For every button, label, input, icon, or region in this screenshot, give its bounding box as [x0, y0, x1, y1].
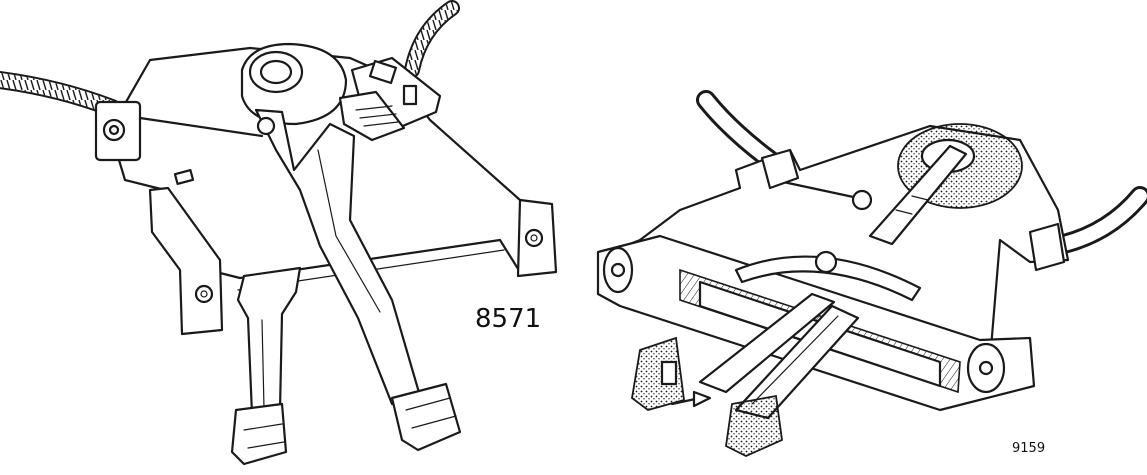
lever-left [230, 266, 302, 466]
cable-clamp [94, 100, 142, 162]
mounting-lug-left [148, 186, 224, 336]
right-control-tube [1054, 186, 1147, 254]
cable-anchor-bracket [338, 56, 442, 142]
knob-attached [725, 394, 783, 457]
pivot-boss [240, 42, 348, 126]
cable-rod [138, 116, 264, 138]
figure-left-lever-assembly: 8571 [0, 0, 558, 466]
figure-right-control-unit: 9159 [596, 90, 1147, 457]
figure-left-reference-number: 8571 [475, 304, 541, 334]
left-control-cable [0, 71, 121, 117]
lever-right [254, 108, 462, 452]
slotted-guide [734, 255, 922, 302]
top-control-cable [404, 0, 460, 78]
figure-right-reference-number: 9159 [1012, 441, 1045, 456]
upper-control-tube [696, 90, 780, 170]
right-cable-clip [1028, 222, 1066, 272]
mounting-lug-right [516, 198, 558, 278]
pivot-arm [868, 144, 968, 246]
knob-detached [631, 336, 712, 411]
control-levers [698, 292, 860, 420]
